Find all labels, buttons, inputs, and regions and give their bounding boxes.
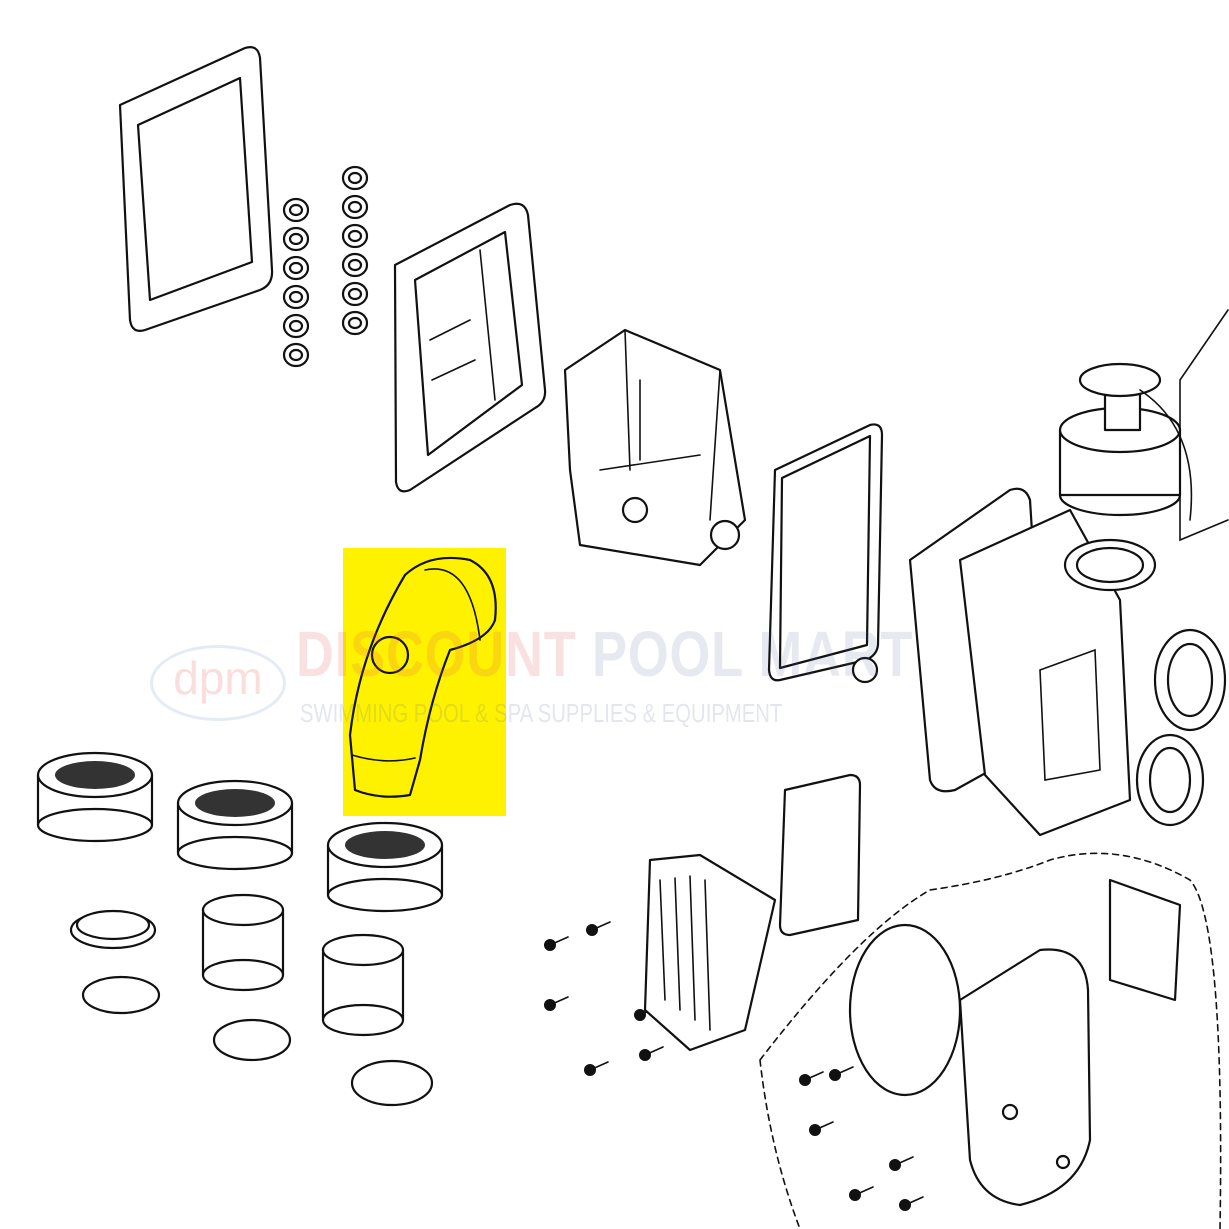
screw-shaft [591, 921, 611, 931]
screw-shaft [814, 1121, 834, 1131]
union-nut-bottom [326, 877, 444, 913]
screw-shaft [549, 936, 569, 946]
screw-shaft [834, 1066, 854, 1076]
screw-shaft [854, 1186, 874, 1196]
union-tailpieces [69, 893, 405, 1037]
front-plate [393, 202, 547, 493]
o-ring-inner [288, 232, 304, 246]
o-ring-column-left [282, 197, 310, 368]
watermark-logo: dpm [150, 645, 286, 721]
valve-cartridge [563, 328, 747, 567]
gasket-mid [767, 423, 884, 682]
watermark-tagline: SWIMMING POOL & SPA SUPPLIES & EQUIPMENT [300, 698, 783, 728]
screw-shaft [904, 1196, 924, 1206]
union-nut-bottom [36, 807, 154, 843]
o-ring-inner [288, 261, 304, 275]
top-cap [1058, 309, 1229, 542]
screw-shaft [644, 1046, 664, 1056]
o-ring-inner [347, 287, 363, 301]
o-ring-inner [347, 258, 363, 272]
union-nut-thread [55, 761, 135, 789]
elbow-fitting[interactable] [343, 548, 506, 816]
pump-body [908, 487, 1227, 837]
o-ring-inner [347, 229, 363, 243]
gasket-large [118, 46, 274, 332]
union-nut-thread [195, 789, 275, 817]
o-ring-inner [288, 290, 304, 304]
watermark-brand-part2: POOL MART [592, 618, 914, 690]
screw-shaft [549, 996, 569, 1006]
o-ring-column-right [341, 165, 369, 336]
union-nut-thread [345, 831, 425, 859]
watermark-brand: DISCOUNT POOL MART [296, 622, 913, 686]
heat-sink [643, 853, 777, 1052]
o-ring-inner [347, 171, 363, 185]
plug [851, 656, 879, 684]
screw-shaft [589, 1061, 609, 1071]
screws [544, 921, 924, 1211]
o-ring-inner [288, 348, 304, 362]
o-rings [81, 773, 1182, 1107]
union-nuts [36, 751, 444, 913]
screw-shaft [804, 1071, 824, 1081]
o-ring-inner [288, 319, 304, 333]
o-ring-inner [347, 316, 363, 330]
motor-housing [759, 852, 1222, 1229]
union-nut-bottom [176, 835, 294, 871]
screw-shaft [894, 1156, 914, 1166]
o-ring-inner [288, 203, 304, 217]
watermark-brand-part1: DISCOUNT [296, 618, 577, 690]
o-ring-inner [347, 200, 363, 214]
